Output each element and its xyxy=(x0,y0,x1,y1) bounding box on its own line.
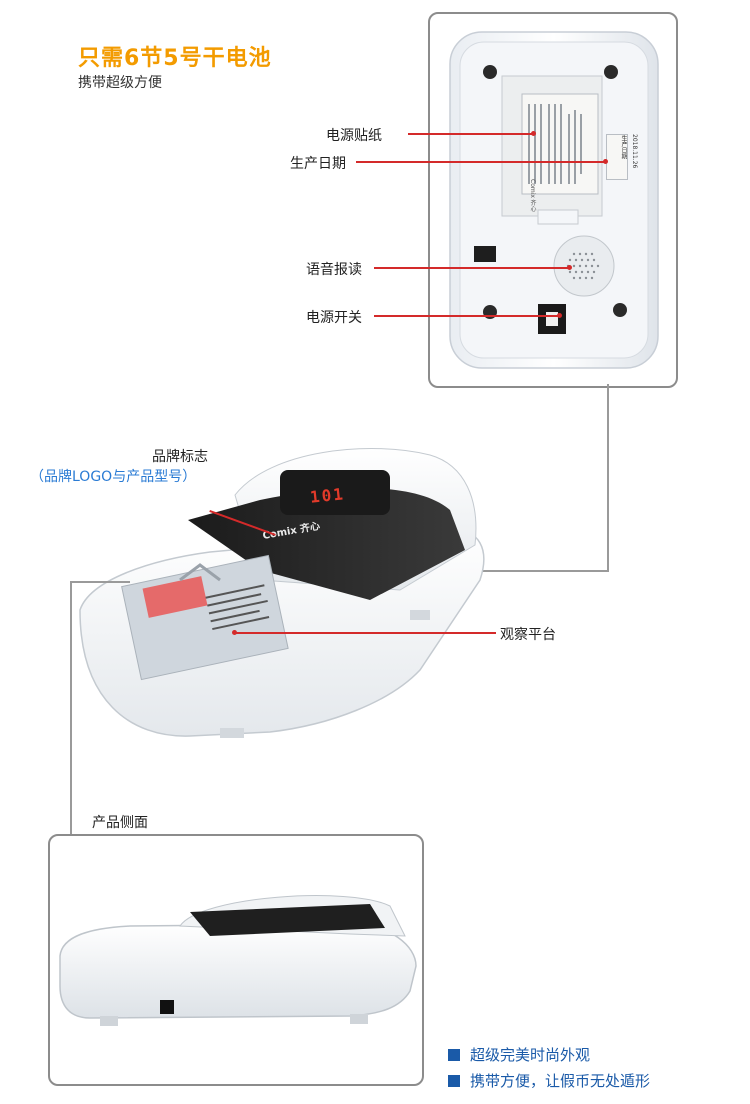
connector-back-to-top xyxy=(607,384,609,572)
callout-dot-power-sticker xyxy=(531,131,536,136)
callout-line-power-sticker xyxy=(408,133,534,135)
callout-voice: 语音报读 xyxy=(306,262,362,278)
callout-dot-platform xyxy=(232,630,237,635)
back-view-panel: 生产日期 2018.11.26 Comix 齐心 xyxy=(428,12,678,388)
connector-top-to-side xyxy=(70,581,72,835)
subline: 携带超级方便 xyxy=(78,75,162,91)
feature-text-2: 携带方便，让假币无处遁形 xyxy=(470,1072,651,1090)
callout-dot-production-date xyxy=(603,159,608,164)
callout-power-switch: 电源开关 xyxy=(306,310,362,326)
platform-label: 观察平台 xyxy=(500,627,556,643)
sticker-brand: Comix 齐心 xyxy=(529,179,536,212)
callout-production-date: 生产日期 xyxy=(290,156,346,172)
bullet-square-icon xyxy=(448,1049,460,1061)
callout-dot-voice xyxy=(567,265,572,270)
connector-top-to-side-h xyxy=(70,581,130,583)
callout-line-voice xyxy=(374,267,570,269)
brand-note: （品牌LOGO与产品型号） xyxy=(30,469,197,485)
sticker-date-title: 生产日期 xyxy=(620,135,627,159)
connector-back-to-top-h xyxy=(480,570,609,572)
device-back-image xyxy=(449,31,659,369)
brand-label: 品牌标志 xyxy=(152,449,208,465)
callout-line-production-date xyxy=(356,161,606,163)
sticker-date-tag: 生产日期 xyxy=(606,134,628,180)
side-view-panel xyxy=(48,834,424,1086)
feature-item-2: 携带方便，让假币无处遁形 xyxy=(448,1070,650,1091)
device-display: 101 xyxy=(309,484,346,507)
sticker-date-value: 2018.11.26 xyxy=(631,134,638,169)
callout-line-platform xyxy=(234,632,496,634)
side-view-label: 产品侧面 xyxy=(92,815,148,831)
device-side-image xyxy=(59,895,417,1026)
feature-text-1: 超级完美时尚外观 xyxy=(470,1046,591,1064)
bullet-square-icon xyxy=(448,1075,460,1087)
feature-item-1: 超级完美时尚外观 xyxy=(448,1044,590,1065)
callout-line-power-switch xyxy=(374,315,560,317)
headline: 只需6节5号干电池 xyxy=(78,46,272,71)
device-top-image xyxy=(79,448,485,738)
callout-dot-power-switch xyxy=(557,313,562,318)
callout-power-sticker: 电源贴纸 xyxy=(326,128,382,144)
